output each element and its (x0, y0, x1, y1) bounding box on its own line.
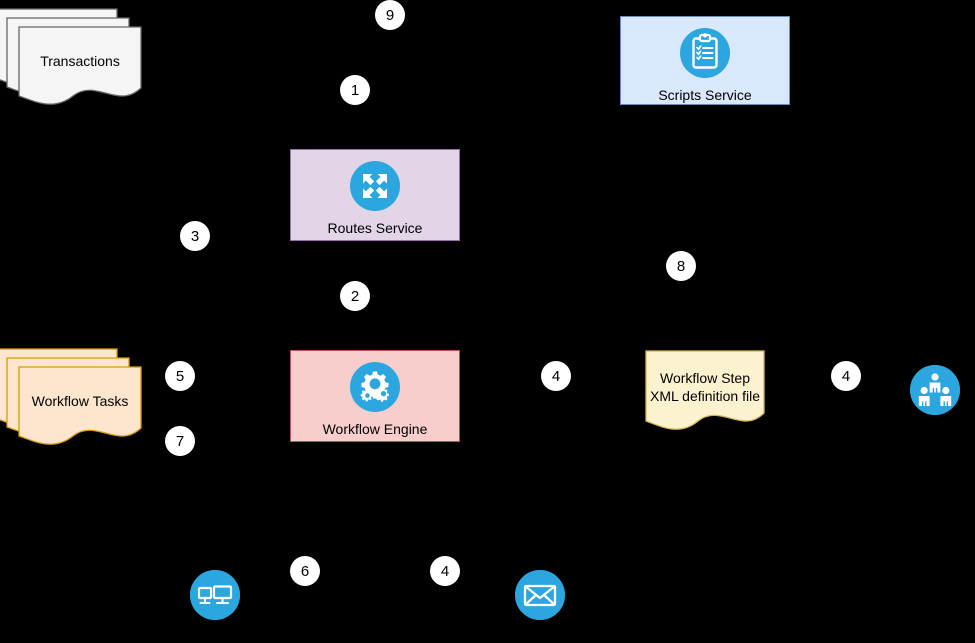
workflow-tasks-label: Workflow Tasks (31, 393, 129, 409)
email-envelope-icon (515, 570, 565, 620)
users-group-icon (910, 365, 960, 415)
step-badge-9[interactable]: 9 (375, 0, 405, 30)
step-badge-4-middle[interactable]: 4 (541, 361, 571, 391)
gears-icon (350, 362, 400, 417)
node-routes-service[interactable]: Routes Service (290, 149, 460, 241)
step-badge-3[interactable]: 3 (180, 221, 210, 251)
transactions-label: Transactions (40, 53, 120, 69)
step-badge-4-right[interactable]: 4 (831, 361, 861, 391)
step-badge-8[interactable]: 8 (666, 251, 696, 281)
node-workflow-step-xml[interactable]: Workflow Step XML definition file (645, 350, 765, 432)
workflow-engine-label: Workflow Engine (322, 421, 428, 437)
scripts-service-label: Scripts Service (658, 87, 752, 103)
step-badge-2[interactable]: 2 (340, 281, 370, 311)
node-scripts-service[interactable]: Scripts Service (620, 16, 790, 105)
step-badge-6[interactable]: 6 (290, 556, 320, 586)
node-workflow-tasks[interactable]: Workflow Tasks (0, 348, 142, 446)
workflow-tasks-sheet-front (18, 366, 142, 446)
step-badge-4-bottom[interactable]: 4 (430, 556, 460, 586)
node-transactions[interactable]: Transactions (0, 8, 142, 106)
node-workflow-engine[interactable]: Workflow Engine (290, 350, 460, 442)
server-monitor-icon (190, 570, 240, 620)
step-badge-5[interactable]: 5 (165, 361, 195, 391)
workflow-step-xml-sheet (645, 350, 765, 432)
routes-service-label: Routes Service (327, 220, 423, 236)
step-badge-1[interactable]: 1 (340, 75, 370, 105)
node-users-group[interactable] (910, 365, 960, 415)
workflow-step-xml-label-line2: XML definition file (650, 388, 760, 404)
workflow-step-xml-label-line1: Workflow Step (660, 370, 750, 386)
step-badge-7[interactable]: 7 (165, 426, 195, 456)
clipboard-checklist-icon (680, 28, 730, 83)
node-email[interactable] (515, 570, 565, 620)
transactions-sheet-front (18, 26, 142, 106)
arrows-converge-icon (350, 161, 400, 216)
node-server[interactable] (190, 570, 240, 620)
